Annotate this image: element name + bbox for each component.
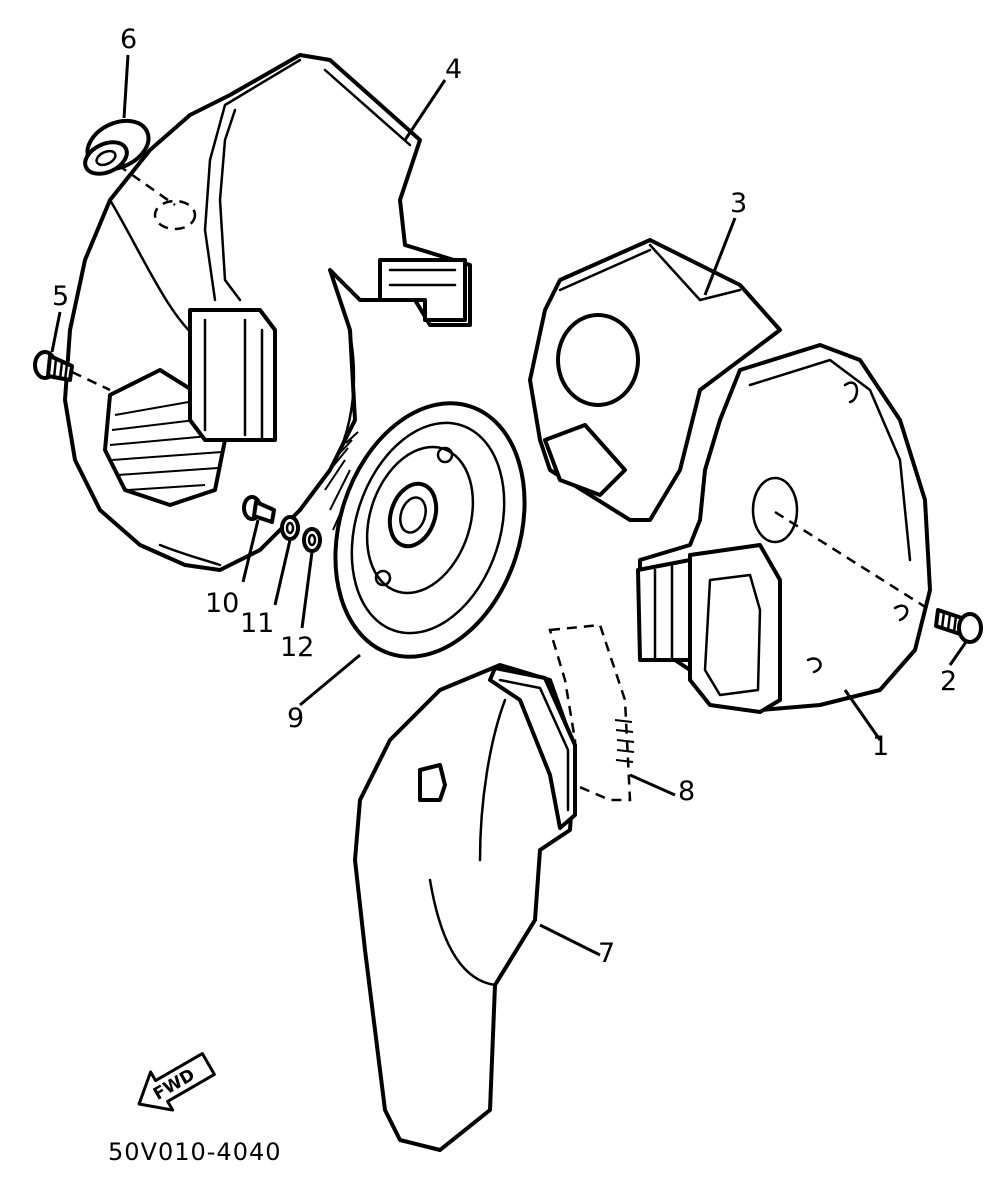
callout-7: 7	[598, 938, 615, 969]
callout-2: 2	[940, 666, 957, 697]
callout-1: 1	[872, 731, 889, 762]
callout-4: 4	[445, 54, 462, 85]
part-2-bolt	[934, 608, 983, 644]
diagram-code: 50V010-4040	[108, 1138, 282, 1166]
part-9-fan	[324, 401, 527, 659]
part-12-washer	[302, 527, 322, 553]
leader-lines	[50, 54, 968, 957]
callout-6: 6	[120, 24, 137, 55]
part-1-cover	[636, 343, 932, 714]
part-11-washer	[280, 515, 300, 541]
part-8-seal	[548, 623, 635, 802]
fan-shroud	[63, 53, 472, 572]
callout-10: 10	[205, 588, 239, 619]
part-3-duct	[528, 238, 782, 522]
callout-12: 12	[280, 632, 314, 663]
callout-3: 3	[730, 188, 747, 219]
callout-8: 8	[678, 776, 695, 807]
callout-9: 9	[287, 703, 304, 734]
part-6-grommet	[83, 118, 176, 207]
callout-labels: 1 2 3 4 5 6 7 8 9 10 11 12	[52, 24, 957, 969]
part-10-screw	[242, 495, 276, 524]
callout-11: 11	[240, 608, 274, 639]
part-7-intake-duct	[353, 663, 577, 1152]
fwd-arrow-icon: FWD	[137, 1052, 216, 1112]
callout-5: 5	[52, 281, 69, 312]
part-5-bolt	[33, 350, 111, 392]
